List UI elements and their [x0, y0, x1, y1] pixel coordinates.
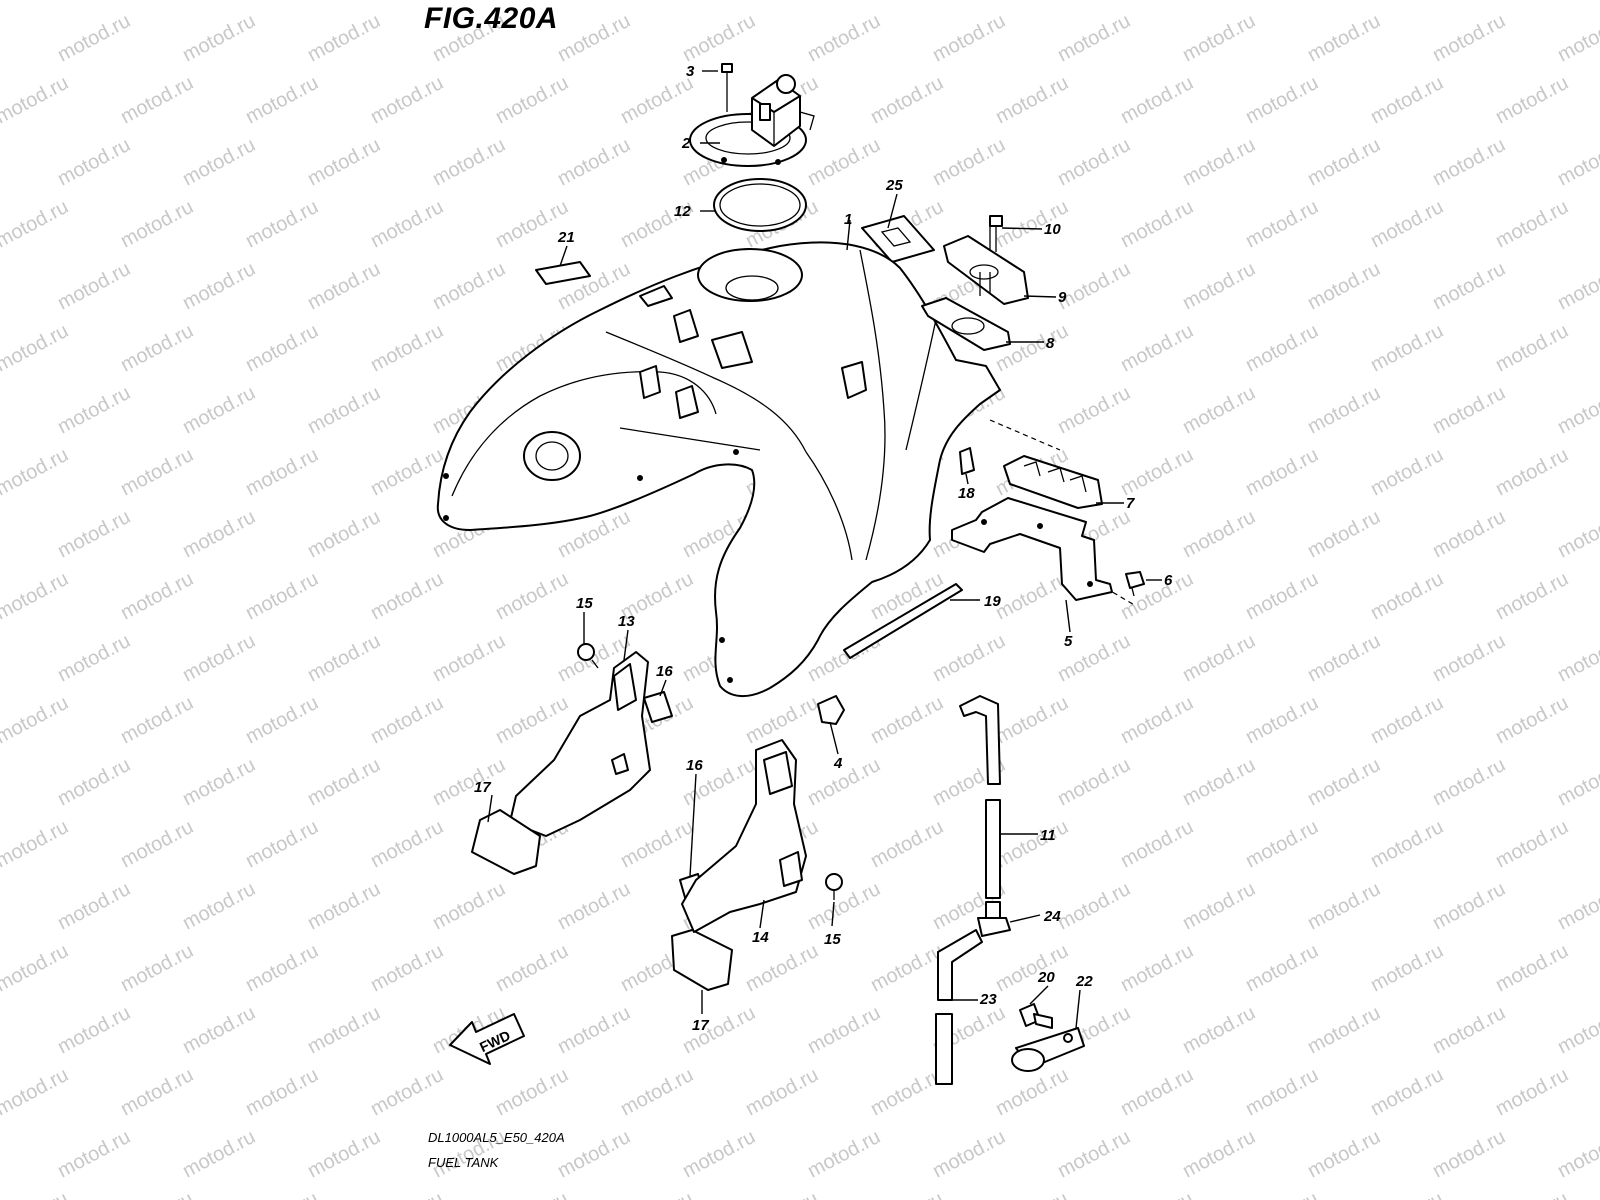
cap-bolt — [721, 63, 733, 112]
callout-14: 14 — [752, 929, 769, 946]
callout-7: 7 — [1126, 495, 1135, 512]
callout-9: 9 — [1058, 289, 1067, 306]
figure-title: FIG.420A — [424, 2, 559, 35]
breather-hose — [959, 695, 1001, 899]
callout-17a: 17 — [474, 779, 491, 796]
label-plate — [535, 261, 591, 285]
callout-11: 11 — [1040, 827, 1056, 844]
callout-19: 19 — [984, 593, 1001, 610]
callout-22: 22 — [1075, 973, 1093, 990]
tank-clip — [817, 695, 845, 725]
cover-screw — [577, 643, 843, 900]
hose-clamp — [1011, 1027, 1085, 1072]
callout-8: 8 — [1046, 335, 1055, 352]
model-code: DL1000AL5_E50_420A — [428, 1130, 565, 1145]
figure-caption: FUEL TANK — [428, 1155, 499, 1170]
callout-2: 2 — [681, 135, 691, 152]
mount-plate-lower — [921, 297, 1011, 351]
mount-plate-upper — [943, 235, 1029, 305]
callout-13: 13 — [618, 613, 635, 630]
callout-16b: 16 — [686, 757, 703, 774]
callout-5: 5 — [1064, 633, 1073, 650]
cover-grommet — [643, 691, 707, 909]
callout-16a: 16 — [656, 663, 673, 680]
callout-23: 23 — [979, 991, 997, 1008]
callout-3: 3 — [686, 63, 695, 80]
callout-25: 25 — [885, 177, 903, 194]
callout-18: 18 — [958, 485, 975, 502]
tank-seal-strip — [843, 583, 963, 659]
callout-21: 21 — [557, 229, 575, 246]
cover-pad — [471, 809, 733, 991]
callout-1: 1 — [844, 211, 852, 228]
callout-labels: 3 2 12 21 25 1 10 9 8 7 18 6 5 19 15 13 … — [474, 63, 1173, 1034]
tank-damper — [959, 447, 975, 475]
clamp-bolt — [1019, 1003, 1053, 1029]
left-side-cover — [509, 651, 651, 837]
rear-cushion — [1003, 455, 1103, 509]
rear-bracket — [951, 497, 1113, 601]
callout-12: 12 — [674, 203, 691, 220]
forward-direction-arrow: FWD — [449, 1013, 525, 1065]
bracket-bolt — [1125, 571, 1145, 597]
hose-joint — [977, 901, 1011, 937]
right-side-cover — [681, 739, 807, 933]
callout-24: 24 — [1043, 908, 1061, 925]
cap-gasket — [713, 178, 807, 232]
fuel-cap-assembly — [689, 74, 815, 167]
callout-17b: 17 — [692, 1017, 709, 1034]
callout-10: 10 — [1044, 221, 1061, 238]
fuel-tank — [436, 241, 1001, 697]
callout-20: 20 — [1037, 969, 1055, 986]
callout-15a: 15 — [576, 595, 593, 612]
callout-15b: 15 — [824, 931, 841, 948]
drain-hose — [935, 929, 983, 1085]
callout-6: 6 — [1164, 572, 1173, 589]
leader-lines — [487, 70, 1162, 1029]
callout-4: 4 — [833, 755, 843, 772]
mount-bolt — [989, 215, 1003, 252]
